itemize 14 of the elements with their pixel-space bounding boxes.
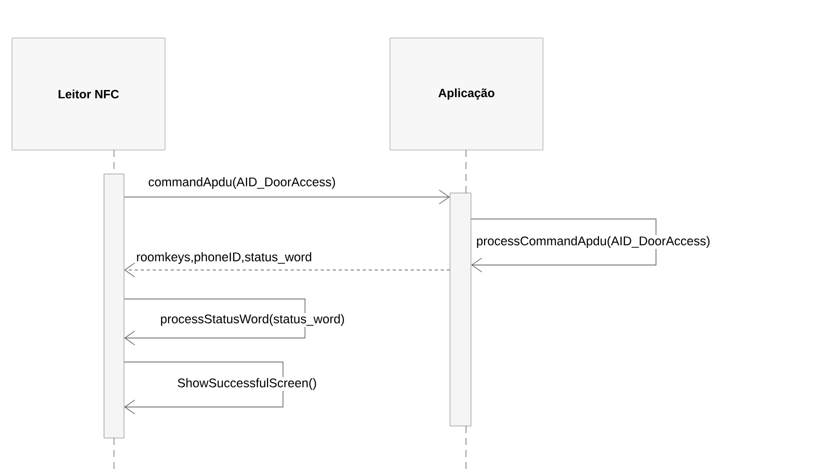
message-label: commandApdu(AID_DoorAccess) [147,176,337,190]
message-arrow [124,362,284,414]
lifeline-header: Leitor NFC [12,38,166,150]
activation-bar [104,174,124,438]
message-label: ShowSuccessfulScreen() [176,377,318,391]
message-label: roomkeys,phoneID,status_word [135,251,313,265]
lifeline-header: Aplicação [390,38,544,150]
message-arrow [124,190,450,204]
message-arrow [124,298,306,346]
message-label: processCommandApdu(AID_DoorAccess) [475,235,712,249]
message-arrow [470,218,656,272]
message-arrow [124,262,450,278]
message-label: processStatusWord(status_word) [159,313,346,327]
activation-bar [450,192,472,426]
